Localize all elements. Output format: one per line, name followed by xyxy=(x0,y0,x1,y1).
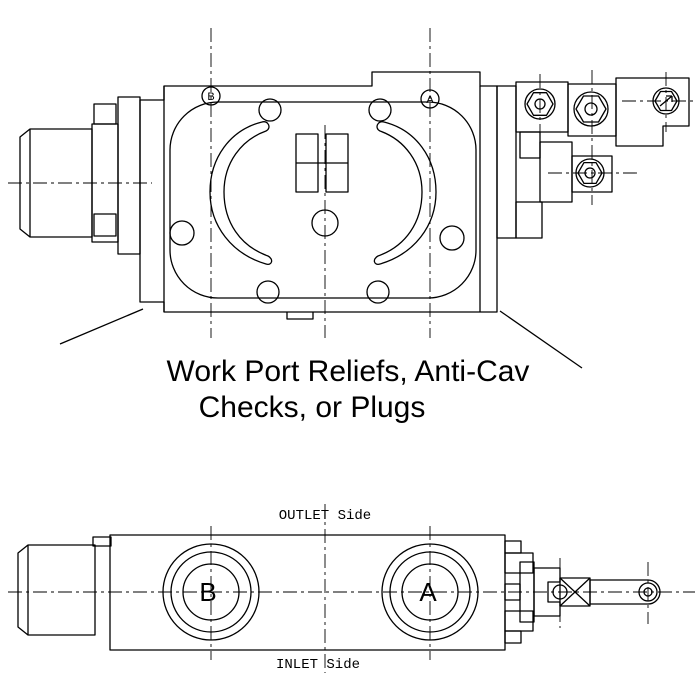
leader-line-left xyxy=(59,308,144,345)
spool-end-cylinder xyxy=(19,128,93,238)
end-flange xyxy=(117,96,141,255)
bottom-plug-nub xyxy=(93,213,117,237)
relief-end-plate xyxy=(615,77,690,147)
left-end-cap xyxy=(19,96,141,255)
port-b-outer-ring xyxy=(162,543,260,641)
hex-plug-3-circle xyxy=(652,87,680,115)
spool-end-cylinder-top xyxy=(17,544,96,636)
leader-line-right xyxy=(499,310,583,369)
centerlines-front xyxy=(8,28,695,338)
port-a-front-circle xyxy=(420,89,440,109)
bolt-boss-top-2 xyxy=(504,552,534,574)
relief-block-6 xyxy=(519,131,541,159)
port-a-front-label: A xyxy=(426,94,434,106)
mounting-hole-bottom-right xyxy=(366,280,390,304)
relief-block-4 xyxy=(571,155,613,193)
hex-plug-2-circle xyxy=(573,91,609,127)
center-boss-hole xyxy=(311,209,339,237)
bracket-cross-2 xyxy=(559,577,591,607)
port-a-mid-ring xyxy=(389,551,471,633)
relief-mount-section xyxy=(496,85,517,239)
hex-plug-3 xyxy=(654,90,678,112)
handle-linkage xyxy=(504,540,661,644)
outlet-side-label: OUTLET Side xyxy=(279,508,371,524)
hex-plug-2 xyxy=(575,95,607,123)
valve-front-view: B A xyxy=(8,28,695,424)
right-casting-web xyxy=(373,121,437,265)
port-a-top: A xyxy=(381,543,479,641)
callout-text-line2: Checks, or Plugs xyxy=(199,391,426,424)
relief-block-5 xyxy=(515,201,543,239)
port-b-top-label: B xyxy=(199,577,216,607)
port-a-outer-ring xyxy=(381,543,479,641)
bolt-boss-bottom-1 xyxy=(504,610,534,632)
top-plug-nub xyxy=(93,103,117,125)
bolt-boss-top-1 xyxy=(504,540,522,554)
mounting-holes-front xyxy=(169,98,465,304)
casting-outline xyxy=(169,101,477,299)
port-b-inner-ring xyxy=(182,563,240,621)
relief-block-3 xyxy=(539,141,573,203)
body-outline-top xyxy=(109,534,506,651)
left-boss-hole xyxy=(169,220,195,246)
mounting-hole-top-right xyxy=(368,98,392,122)
mounting-hole-bottom-left xyxy=(256,280,280,304)
relief-valve-assembly xyxy=(496,77,690,239)
left-casting-web xyxy=(209,121,273,265)
bottom-boss xyxy=(286,312,314,320)
callout: Work Port Reliefs, Anti-Cav Checks, or P… xyxy=(59,308,583,424)
link-end-hole xyxy=(638,582,658,602)
right-boss-hole xyxy=(439,225,465,251)
top-nub xyxy=(92,536,112,547)
hex-plug-4-center xyxy=(584,167,596,179)
hex-plug-1-center xyxy=(534,98,546,110)
clevis xyxy=(533,567,561,617)
inlet-side-label: INLET Side xyxy=(276,657,360,673)
flow-arrow-mark xyxy=(659,95,673,107)
link-end-pin xyxy=(643,587,653,597)
hex-plug-4 xyxy=(577,161,603,185)
centerlines-top xyxy=(8,504,695,673)
port-a-front: A xyxy=(420,89,440,109)
hex-plug-2-center xyxy=(584,102,598,116)
port-b-front: B xyxy=(201,86,221,106)
port-a-top-label: A xyxy=(419,577,437,607)
port-b-front-circle xyxy=(201,86,221,106)
callout-text-line1: Work Port Reliefs, Anti-Cav xyxy=(167,355,530,388)
mounting-hole-top-left xyxy=(258,98,282,122)
port-a-inner-ring xyxy=(401,563,459,621)
hex-plug-1 xyxy=(526,92,554,116)
hex-plug-4-circle xyxy=(575,158,605,188)
port-b-mid-ring xyxy=(170,551,252,633)
link-arm xyxy=(589,579,661,605)
valve-body-front xyxy=(139,71,498,320)
port-b-front-label: B xyxy=(207,91,214,103)
port-b-top: B xyxy=(162,543,260,641)
valve-top-view: OUTLET Side INLET Side B A xyxy=(8,504,695,673)
hex-plug-1-circle xyxy=(524,88,556,120)
bolt-boss-bottom-2 xyxy=(504,630,522,644)
